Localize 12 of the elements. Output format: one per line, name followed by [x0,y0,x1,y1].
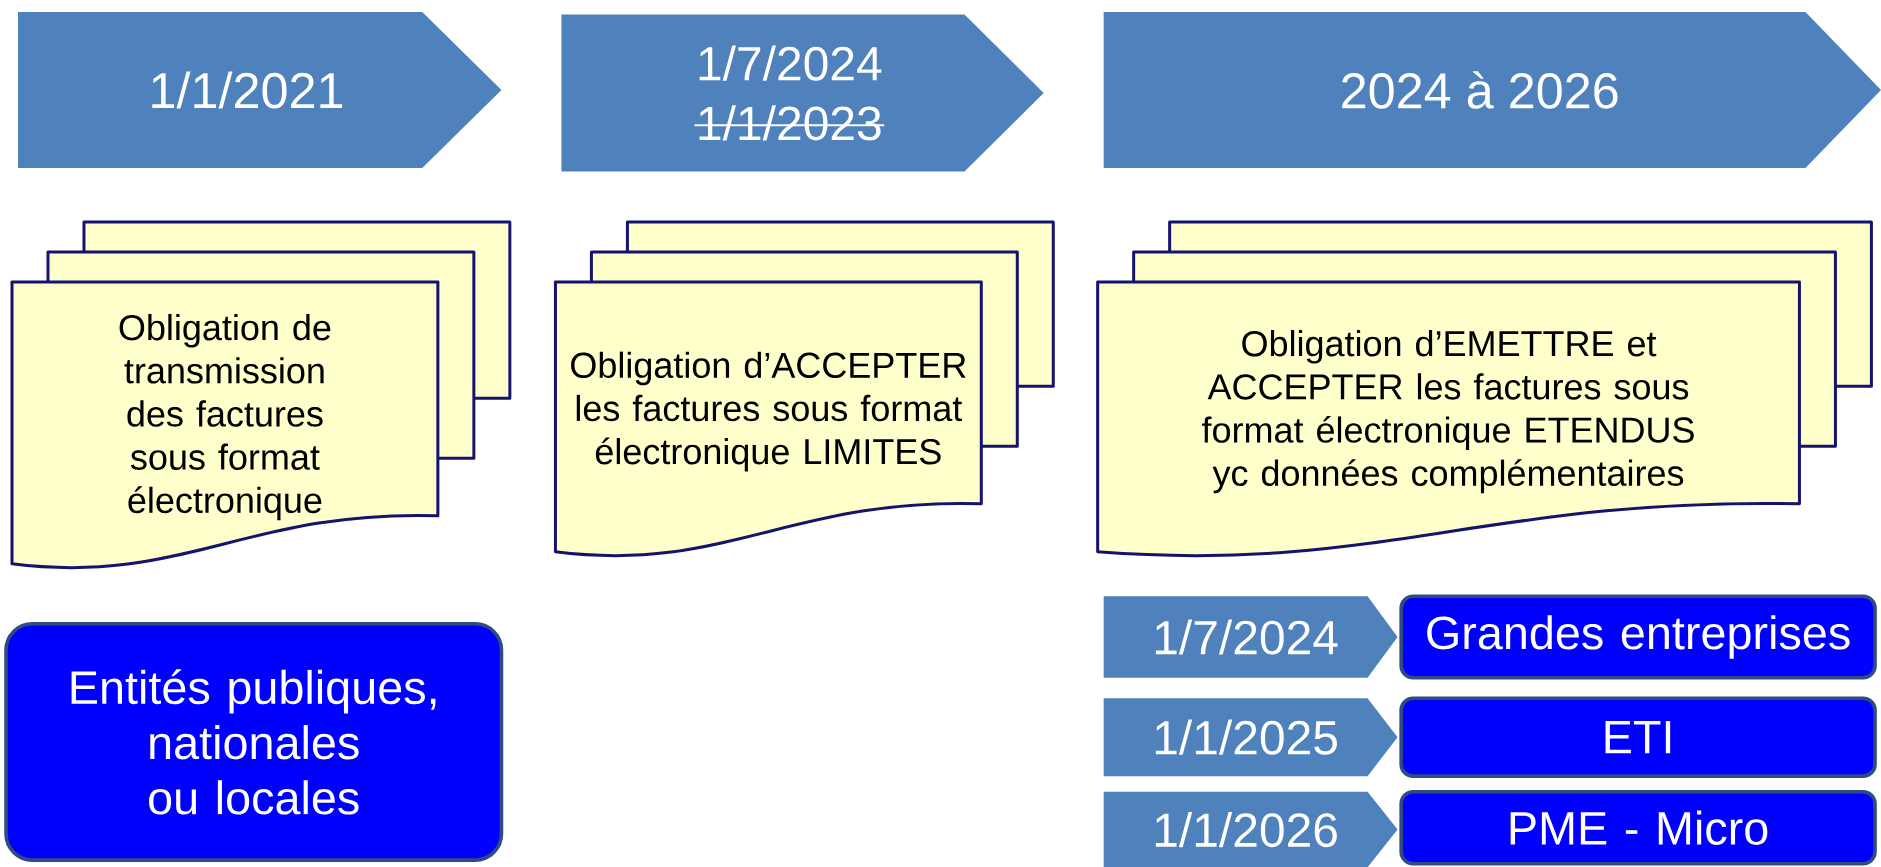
document-stack: Obligation d’ACCEPTER les factures sous format électronique LIMITES [553,220,1055,557]
label-box: PME - Micro [1399,789,1877,866]
label-box: Entités publiques, nationales ou locales [4,621,504,862]
document-stack: Obligation d’EMETTRE et ACCEPTER les factures sous format électronique ETENDUS yc données complémentaires [1096,220,1873,557]
label-box: ETI [1399,696,1877,778]
date-banner: 1/1/2021 [18,11,502,168]
label-box: Grandes entreprises [1399,594,1877,680]
date-banner: 1/1/2025 [1103,698,1398,776]
date-banner: 2024 à 2026 [1103,11,1881,168]
date-banner: 1/1/2026 [1103,791,1398,867]
date-banner: 1/7/2024 [1103,596,1398,678]
document-stack: Obligation de transmission des factures sous format électronique [10,220,512,569]
